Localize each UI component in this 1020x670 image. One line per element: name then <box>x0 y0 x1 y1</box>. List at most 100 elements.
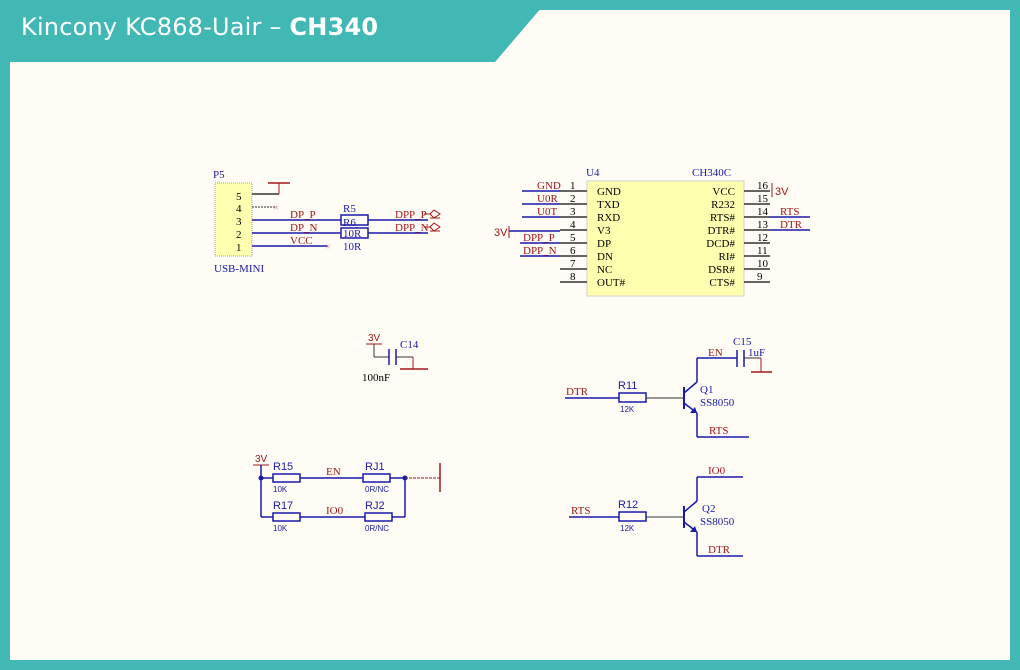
pin-name: NC <box>597 264 612 276</box>
q1-net-en: EN <box>708 347 723 359</box>
q1-part: SS8050 <box>700 397 735 409</box>
pin-number: 1 <box>570 180 576 192</box>
r6-designator: R6 <box>343 217 356 229</box>
port-dpp-n-icon <box>424 222 441 232</box>
pin-number: 12 <box>757 232 768 244</box>
pin-number: 13 <box>757 219 769 231</box>
q2-emitter-arrow <box>690 526 697 532</box>
r11-body <box>618 392 647 403</box>
pin-name: V3 <box>597 225 611 237</box>
r11-designator: R11 <box>618 380 637 392</box>
pin-name: DCD# <box>706 238 735 250</box>
schematic-canvas <box>10 10 1010 660</box>
pin-name: DP <box>597 238 611 250</box>
rj1-designator: RJ1 <box>365 461 385 473</box>
pin-number: 9 <box>757 271 763 283</box>
r12-body <box>618 511 647 522</box>
pin-name: OUT# <box>597 277 626 289</box>
r17-value: 10K <box>273 524 288 533</box>
page-title: Kincony KC868-Uair – CH340 <box>21 13 378 41</box>
pin-name: DN <box>597 251 613 263</box>
rj1-body <box>362 473 391 483</box>
rj2-body <box>364 512 393 522</box>
title-bold-text: CH340 <box>289 13 379 41</box>
q1-net-dtr: DTR <box>566 386 589 398</box>
q2-net-dtr: DTR <box>708 544 731 556</box>
p5-pin-5: 5 <box>236 191 242 203</box>
c14-designator: C14 <box>400 339 419 351</box>
no-connect-mark: × <box>273 202 279 214</box>
q1-collector-leg <box>683 381 698 394</box>
pin-number: 14 <box>757 206 769 218</box>
net-dpp-p: DPP_P <box>395 209 427 221</box>
q1-emitter-arrow <box>690 407 697 413</box>
pullup-power-3v: 3V <box>255 454 268 465</box>
q1-designator: Q1 <box>700 384 713 396</box>
r5-designator: R5 <box>343 203 356 215</box>
p5-body <box>214 182 253 257</box>
pin-name: GND <box>597 186 621 198</box>
p5-designator: P5 <box>213 169 225 181</box>
pin-number: 3 <box>570 206 576 218</box>
net-label: U0T <box>537 206 557 218</box>
u4-designator: U4 <box>586 167 600 179</box>
r12-designator: R12 <box>618 499 638 511</box>
r12-value: 12K <box>620 524 635 533</box>
pin-number: 7 <box>570 258 576 270</box>
usb-connector-p5: P5 5 4 3 2 1 USB-MINI × DP_P DP_N VCC × … <box>213 169 441 275</box>
pin-number: 10 <box>757 258 769 270</box>
power-3v-vcc: 3V <box>775 186 789 198</box>
net-label: DPP_P <box>523 232 555 244</box>
u4-right-pins: 16VCC15R23214RTS#RTS13DTR#DTR12DCD#11RI#… <box>706 180 810 289</box>
r11-value: 12K <box>620 405 635 414</box>
pin-number: 5 <box>570 232 576 244</box>
pin-number: 11 <box>757 245 768 257</box>
net-label: U0R <box>537 193 558 205</box>
u4-body <box>586 180 745 297</box>
pin-name: R232 <box>711 199 735 211</box>
pin-name: DSR# <box>708 264 735 276</box>
rj2-value: 0R/NC <box>365 524 389 533</box>
net-label: GND <box>537 180 561 192</box>
rj1-value: 0R/NC <box>365 485 389 494</box>
p5-pin-1: 1 <box>236 242 242 254</box>
c14-value: 100nF <box>362 372 390 384</box>
pin-name: RTS# <box>710 212 736 224</box>
r17-designator: R17 <box>273 500 293 512</box>
c14-power-3v: 3V <box>368 333 381 344</box>
r17-body <box>272 512 301 522</box>
c15-designator: C15 <box>733 336 752 348</box>
net-label: DPP_N <box>523 245 557 257</box>
transistor-q1: DTR R11 12K EN C15 1uF RTS Q1 SS8050 <box>565 336 772 438</box>
c15-value: 1uF <box>748 347 765 359</box>
net-io0: IO0 <box>326 505 344 517</box>
pin-name: CTS# <box>709 277 735 289</box>
title-text: Kincony KC868-Uair – <box>21 13 290 41</box>
no-connect-mark-vcc: × <box>325 241 331 253</box>
u4-part: CH340C <box>692 167 731 179</box>
pin-number: 2 <box>570 193 576 205</box>
pin-name: VCC <box>712 186 735 198</box>
pin-number: 4 <box>570 219 576 231</box>
r6-value: 10R <box>343 228 362 240</box>
power-3v-v3: 3V <box>494 227 508 239</box>
q1-net-rts: RTS <box>709 425 729 437</box>
p5-pin-2: 2 <box>236 229 242 241</box>
net-vcc: VCC <box>290 235 313 247</box>
capacitor-c14: 3V C14 100nF <box>362 333 428 384</box>
net-label: DTR <box>780 219 803 231</box>
